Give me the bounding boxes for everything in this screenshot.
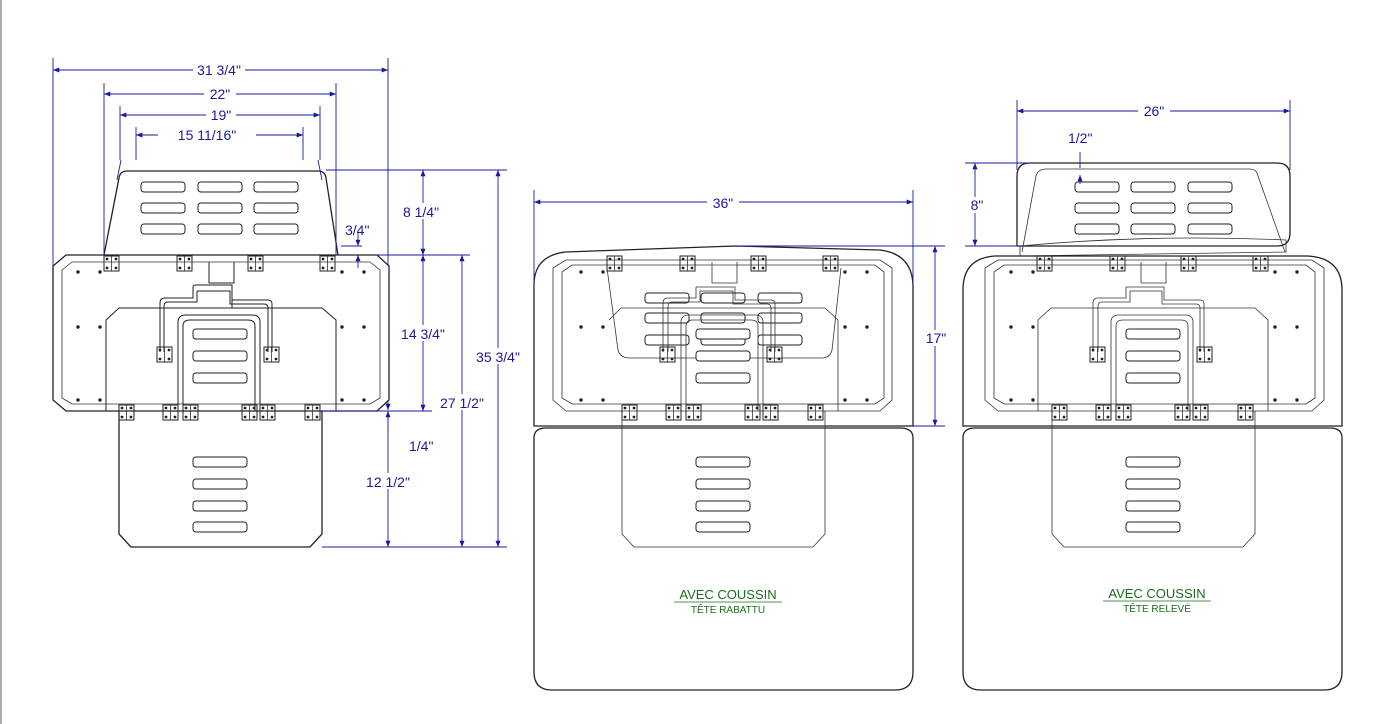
rivet xyxy=(601,270,605,274)
rivet xyxy=(843,270,847,274)
label-raised-subtitle: TÊTE RELEVÉ xyxy=(1123,602,1191,615)
rivet xyxy=(601,325,605,329)
rivet xyxy=(579,398,583,402)
dim-headrest-cushion-width: 26" xyxy=(1144,103,1165,119)
rivet xyxy=(1273,398,1277,402)
rivet xyxy=(843,398,847,402)
dim-headrest-offset: 1/2" xyxy=(1068,130,1092,146)
dim-seat-depth: 12 1/2" xyxy=(366,474,410,490)
rivet xyxy=(1031,398,1035,402)
dim-cushion-width: 36" xyxy=(713,195,734,211)
label-folded-subtitle: TÊTE RABATTU xyxy=(691,603,765,616)
rivet xyxy=(1273,270,1277,274)
rivet xyxy=(362,398,366,402)
dim-headrest-cushion-height: 8" xyxy=(971,197,984,213)
back-panel xyxy=(105,307,337,412)
rivet xyxy=(362,325,366,329)
rivet xyxy=(1009,398,1013,402)
headrest-outline xyxy=(103,170,339,256)
rivet xyxy=(340,325,344,329)
view-cushion-head-folded: AVEC COUSSIN TÊTE RABATTU xyxy=(533,245,914,691)
seat-cushion-outline-2 xyxy=(962,427,1343,691)
label-folded-title: AVEC COUSSIN xyxy=(679,587,776,602)
rivet xyxy=(1031,325,1035,329)
rivet xyxy=(98,398,102,402)
dim-headrest-base-width: 22" xyxy=(210,86,231,102)
rivet xyxy=(865,270,869,274)
rivet xyxy=(1009,325,1013,329)
dimension-labels: 31 3/4" 22" 19" 15 11/16" 8 1/4" 3/4" 14… xyxy=(158,61,1170,490)
seat-slots xyxy=(192,456,248,533)
hinges xyxy=(103,255,336,421)
dim-overall-height: 35 3/4" xyxy=(476,349,520,365)
dim-back-height: 14 3/4" xyxy=(401,326,445,342)
dim-headrest-height: 8 1/4" xyxy=(403,204,439,220)
dim-hinge-gap: 1/4" xyxy=(409,438,433,454)
rivet xyxy=(76,398,80,402)
rivet xyxy=(1273,325,1277,329)
rivet xyxy=(601,398,605,402)
dim-headrest-width: 19" xyxy=(211,107,232,123)
rivet xyxy=(1295,325,1299,329)
back-frame-outline xyxy=(52,254,390,412)
seat-outline xyxy=(118,411,323,548)
dim-overall-width: 31 3/4" xyxy=(197,62,241,78)
rivet xyxy=(865,398,869,402)
rivet xyxy=(579,325,583,329)
rivet xyxy=(1031,270,1035,274)
rivet xyxy=(1295,398,1299,402)
rivet xyxy=(340,270,344,274)
headrest-slots xyxy=(140,181,299,235)
dim-back-seat-height: 27 1/2" xyxy=(440,395,484,411)
view-cushion-head-raised: AVEC COUSSIN TÊTE RELEVÉ xyxy=(962,162,1343,691)
dim-gap: 3/4" xyxy=(345,222,369,238)
rivet xyxy=(865,325,869,329)
rivet xyxy=(1009,270,1013,274)
label-raised-title: AVEC COUSSIN xyxy=(1108,586,1205,601)
rivet xyxy=(362,270,366,274)
dim-headrest-top-width: 15 11/16" xyxy=(178,127,236,143)
back-slots xyxy=(192,328,248,384)
rivet xyxy=(340,398,344,402)
rivet xyxy=(76,270,80,274)
back-cushion-outline xyxy=(533,245,914,427)
seat-cushion-outline xyxy=(533,427,914,691)
rivet xyxy=(76,325,80,329)
rivet xyxy=(1295,270,1299,274)
rivet xyxy=(579,270,583,274)
dim-cushion-back-height: 17" xyxy=(926,330,947,346)
rivet xyxy=(98,270,102,274)
rivet xyxy=(843,325,847,329)
view-bare-frame xyxy=(52,170,390,548)
rivet xyxy=(98,325,102,329)
